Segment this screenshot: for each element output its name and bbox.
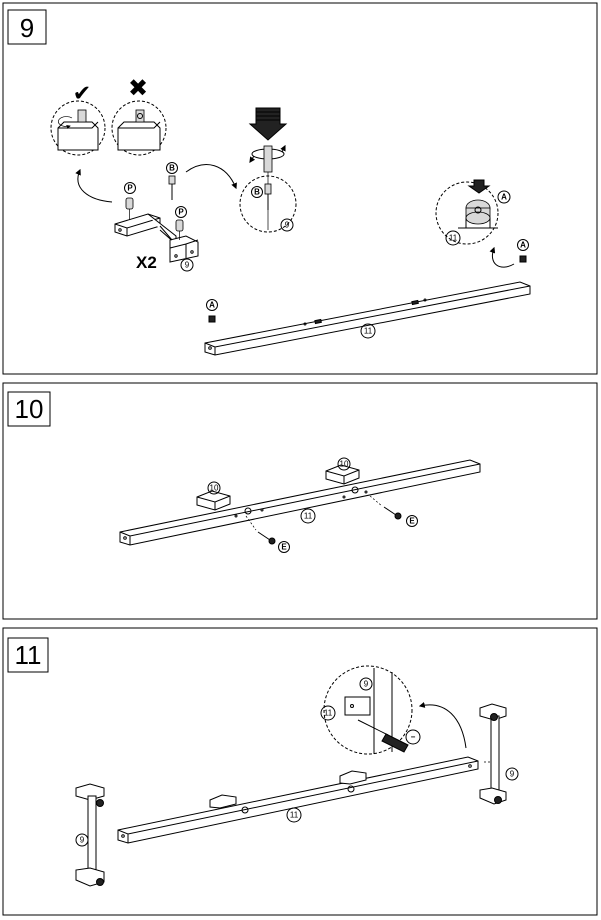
step-11-panel: 11 9 11 − 11: [2, 627, 598, 916]
cam-lock-p-upper: P: [124, 182, 136, 220]
rail-part-11: [117, 756, 479, 844]
curved-arrow-icon: [75, 168, 113, 203]
svg-text:11: 11: [304, 512, 313, 521]
step-11-number-box: [7, 637, 49, 673]
correct-orientation-detail: ✔: [50, 82, 106, 156]
cam-lock-wrong-icon: [135, 109, 145, 123]
svg-text:9: 9: [80, 836, 85, 845]
check-mark-icon: ✔: [73, 82, 91, 107]
svg-text:P: P: [178, 208, 184, 217]
spacer-block-part-10: [339, 770, 367, 785]
step-10-frame: [2, 382, 598, 620]
part-9-label: 9: [185, 261, 190, 270]
svg-text:11: 11: [364, 327, 373, 336]
screwdriver-icon: [357, 719, 389, 736]
step-9-panel: 9 ✔ ✖: [2, 2, 598, 375]
cam-lock-a-right: [519, 255, 527, 263]
incorrect-orientation-detail: ✖: [111, 74, 167, 156]
leg-part-9-left: 9: [75, 783, 105, 887]
svg-text:10: 10: [340, 460, 349, 469]
cam-lock-p-lower: P: [175, 206, 187, 240]
part-9-badge: [180, 258, 194, 272]
cam-lock-detail: A 11: [435, 179, 511, 246]
step-9-number: 9: [20, 13, 34, 43]
leg-frame-part-9: [114, 213, 199, 263]
curved-arrow-icon: [418, 702, 467, 749]
svg-text:A: A: [501, 193, 507, 202]
svg-text:11: 11: [324, 709, 333, 718]
cam-lock-a-left: [208, 315, 216, 323]
minus-sign: −: [411, 733, 416, 742]
curved-arrow-icon: [489, 246, 515, 268]
spacer-block-part-10-right: 10: [325, 457, 360, 485]
step-9-frame: [2, 2, 598, 375]
svg-text:11: 11: [449, 234, 458, 243]
step-10-number-box: [7, 391, 51, 427]
step-11-number: 11: [15, 640, 42, 670]
step-10-number: 10: [15, 394, 44, 424]
step-11-frame: [2, 627, 598, 916]
cross-mark-icon: ✖: [128, 74, 148, 102]
cam-bolt-b: B: [166, 162, 178, 200]
press-down-arrow-icon: [467, 179, 491, 194]
svg-text:B: B: [169, 164, 175, 173]
spacer-block-part-10: [209, 794, 237, 809]
rail-part-11: [204, 281, 531, 356]
svg-text:11: 11: [290, 811, 299, 820]
svg-text:A: A: [520, 241, 526, 250]
cam-lock-icon: [77, 109, 87, 123]
quantity-label: X2: [136, 253, 157, 272]
svg-text:9: 9: [285, 221, 290, 230]
svg-text:E: E: [281, 543, 287, 552]
screwdriver-detail: 9 11 −: [320, 665, 421, 755]
bolt-insert-detail: B 9: [239, 107, 297, 233]
step-9-number-box: [7, 9, 47, 45]
leg-part-9-right: 9: [479, 703, 519, 805]
screw-e-left: E: [245, 515, 290, 553]
spacer-block-part-10-left: 10: [196, 481, 231, 511]
svg-text:P: P: [127, 184, 133, 193]
curved-arrow-icon: [185, 164, 237, 190]
svg-text:9: 9: [510, 770, 515, 779]
press-down-arrow-icon: [248, 107, 288, 141]
svg-text:E: E: [409, 517, 415, 526]
svg-text:9: 9: [364, 680, 369, 689]
svg-text:B: B: [254, 188, 260, 197]
screw-e-right: E: [369, 495, 418, 527]
rail-part-11: [119, 459, 481, 546]
svg-text:10: 10: [210, 484, 219, 493]
step-10-panel: 10 10 10 11: [2, 382, 598, 620]
svg-text:A: A: [209, 301, 215, 310]
